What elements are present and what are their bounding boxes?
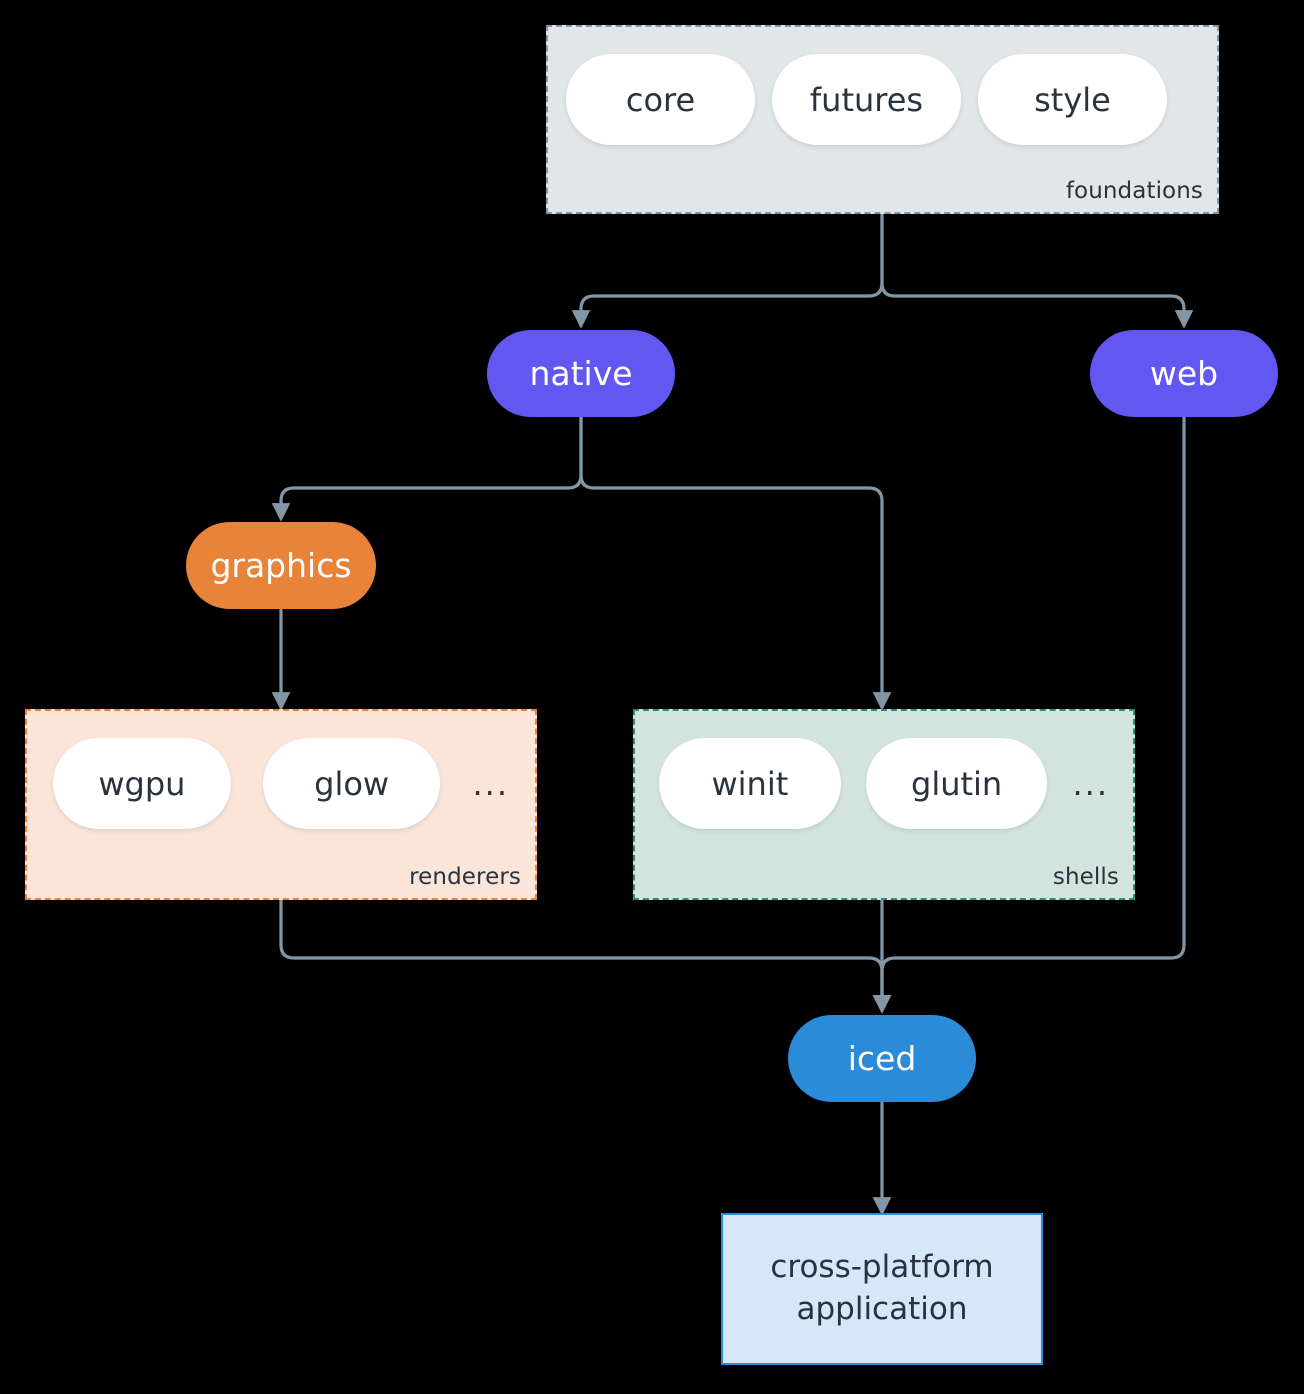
node-graphics[interactable]: graphics	[186, 522, 376, 609]
pill-futures-label: futures	[809, 80, 924, 119]
node-iced-label: iced	[847, 1039, 917, 1078]
cluster-foundations-label: foundations	[1065, 178, 1203, 204]
cluster-renderers: wgpu glow ... renderers	[25, 709, 537, 900]
node-cross-platform-application[interactable]: cross-platform application	[721, 1213, 1043, 1365]
pill-glow[interactable]: glow	[262, 738, 441, 829]
pill-wgpu[interactable]: wgpu	[53, 738, 231, 829]
cluster-renderers-label: renderers	[409, 864, 521, 890]
cluster-foundations: core futures style foundations	[546, 25, 1219, 214]
pill-futures[interactable]: futures	[772, 54, 961, 145]
edge-foundations-native	[571, 213, 884, 329]
edge-foundations-web	[880, 213, 1194, 329]
shells-ellipsis: ...	[1072, 764, 1109, 803]
edge-native-graphics	[271, 415, 583, 522]
pill-core-label: core	[625, 80, 696, 119]
node-web[interactable]: web	[1090, 330, 1278, 417]
pill-style[interactable]: style	[978, 54, 1167, 145]
node-native-label: native	[529, 354, 633, 393]
edge-renderers-iced	[279, 898, 892, 1014]
pill-glutin[interactable]: glutin	[865, 738, 1048, 829]
cluster-shells: winit glutin ... shells	[633, 709, 1135, 900]
pill-glutin-label: glutin	[911, 764, 1003, 803]
cluster-shells-label: shells	[1052, 864, 1119, 890]
pill-style-label: style	[1034, 80, 1111, 119]
application-line-2: application	[796, 1291, 968, 1327]
renderers-ellipsis: ...	[472, 764, 509, 803]
pill-winit[interactable]: winit	[659, 738, 841, 829]
pill-winit-label: winit	[711, 764, 789, 803]
pill-wgpu-label: wgpu	[98, 764, 186, 803]
node-web-label: web	[1149, 354, 1219, 393]
edge-native-shells	[579, 415, 892, 711]
node-graphics-label: graphics	[210, 546, 352, 585]
node-iced[interactable]: iced	[788, 1015, 976, 1102]
pill-core[interactable]: core	[566, 54, 755, 145]
application-line-1: cross-platform	[770, 1249, 994, 1286]
pill-glow-label: glow	[314, 764, 390, 803]
node-native[interactable]: native	[487, 330, 675, 417]
